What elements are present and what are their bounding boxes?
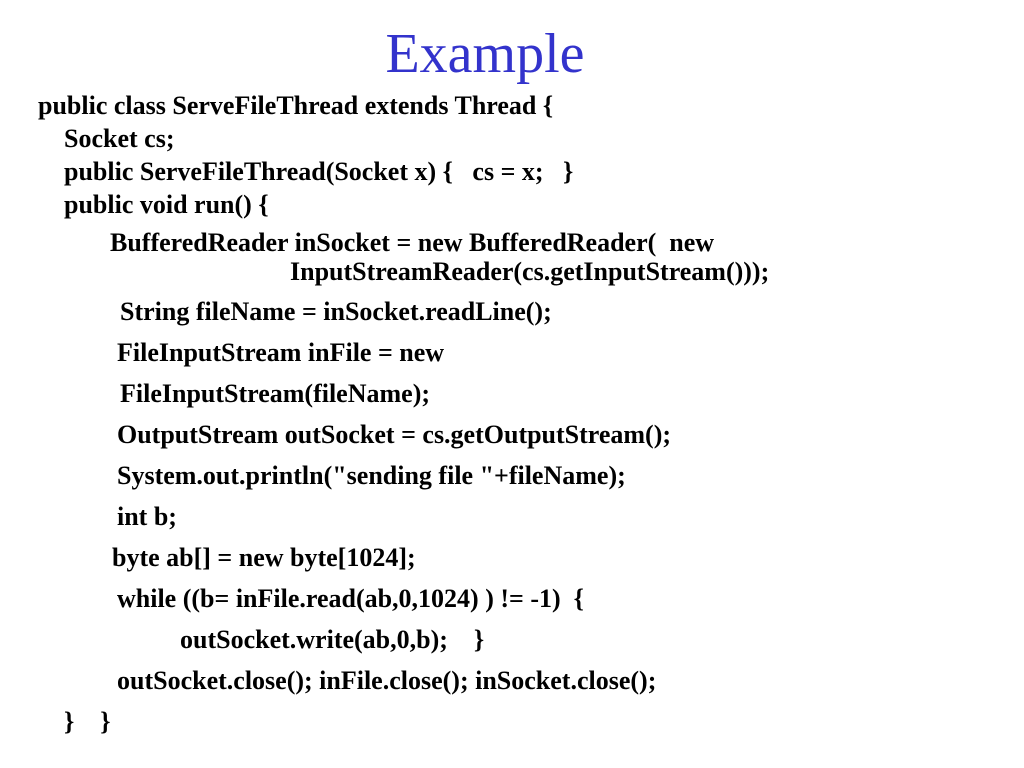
code-line: Socket cs; xyxy=(64,124,175,153)
code-line: System.out.println("sending file "+fileN… xyxy=(117,461,626,490)
code-line: public void run() { xyxy=(64,190,269,219)
code-line: public class ServeFileThread extends Thr… xyxy=(38,91,554,120)
slide-title: Example xyxy=(385,23,585,85)
code-line: public ServeFileThread(Socket x) { cs = … xyxy=(64,157,574,186)
code-line: FileInputStream inFile = new xyxy=(117,338,445,367)
code-line: OutputStream outSocket = cs.getOutputStr… xyxy=(117,420,672,449)
code-line: while ((b= inFile.read(ab,0,1024) ) != -… xyxy=(117,584,584,613)
code-line: outSocket.close(); inFile.close(); inSoc… xyxy=(117,666,657,695)
code-line: String fileName = inSocket.readLine(); xyxy=(120,297,552,326)
code-line: InputStreamReader(cs.getInputStream())); xyxy=(290,257,770,286)
code-line: } } xyxy=(64,707,111,736)
code-line: int b; xyxy=(117,502,177,531)
code-line: BufferedReader inSocket = new BufferedRe… xyxy=(110,228,715,257)
code-line: byte ab[] = new byte[1024]; xyxy=(112,543,416,572)
code-line: outSocket.write(ab,0,b); } xyxy=(180,625,485,654)
code-line: FileInputStream(fileName); xyxy=(120,379,431,408)
